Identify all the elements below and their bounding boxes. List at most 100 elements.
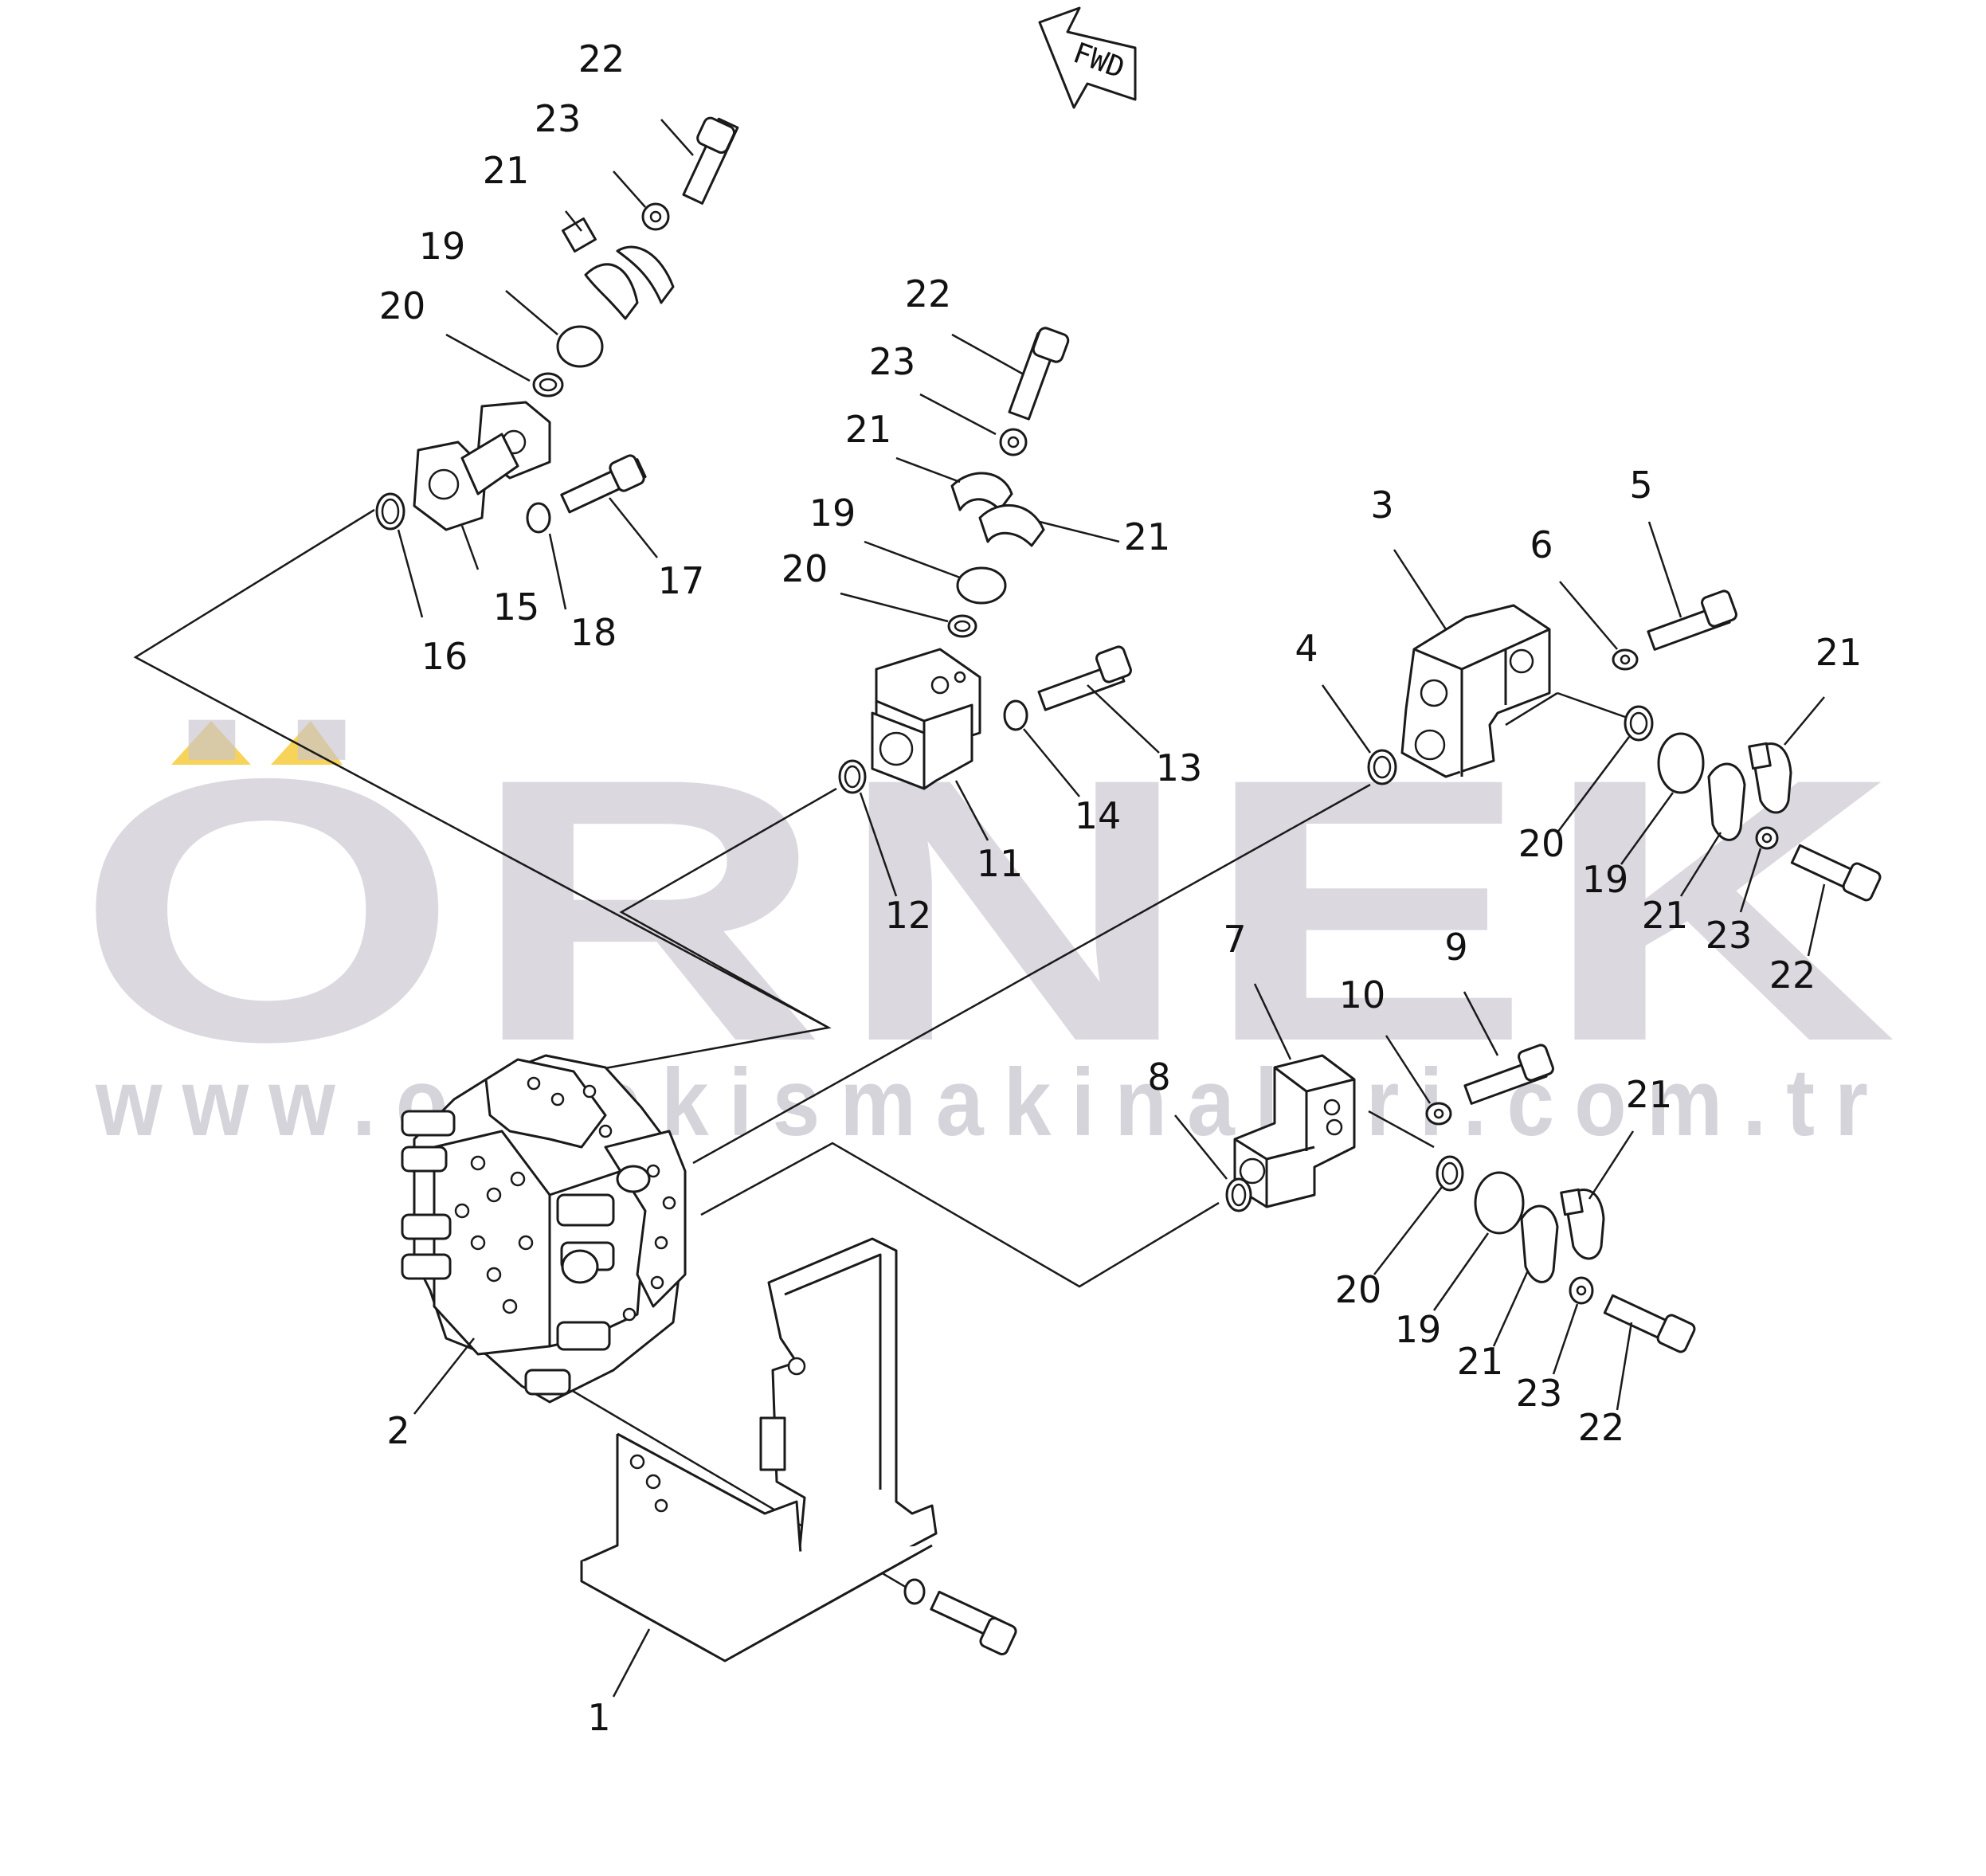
callout-leader-line: [1393, 549, 1447, 630]
callout-leader-line: [1432, 1232, 1490, 1311]
callout-leader-line: [1616, 1322, 1633, 1411]
watermark-brand: ÖRNEK: [76, 701, 1908, 1119]
callout-leader-line: [413, 1337, 475, 1415]
callout-leader-line: [548, 533, 567, 610]
callout-leader-line: [859, 792, 898, 897]
callout-leader-line: [1647, 521, 1682, 618]
bolt-22-d: [1603, 1294, 1696, 1353]
cap-19-b: [956, 566, 1007, 605]
watermark-accent-left: [171, 721, 251, 765]
callouts: 2223211920151618172223212119201112141334…: [379, 37, 1863, 1739]
callout-number: 23: [535, 97, 582, 140]
callout-number: 15: [493, 586, 540, 629]
callout-leader-line: [1807, 883, 1826, 957]
callout-leader-line: [565, 210, 582, 232]
hose-line-left: [133, 508, 832, 1093]
callout-number: 8: [1147, 1055, 1170, 1099]
callout-leader-line: [505, 290, 558, 335]
callout-number: 21: [845, 408, 892, 451]
flange-group-top-left: [375, 116, 739, 534]
bolt-5: [1647, 589, 1737, 651]
block-group-center: [838, 327, 1132, 794]
callout-number: 20: [1335, 1268, 1382, 1311]
callout-number: 21: [483, 149, 530, 192]
callout-number: 9: [1444, 926, 1467, 969]
callout-leader-line: [397, 529, 424, 618]
cap-19-c: [1657, 732, 1705, 794]
callout-number: 1: [587, 1696, 610, 1739]
bolt-bracket: [930, 1590, 1017, 1656]
callout-number: 19: [809, 492, 856, 535]
callout-leader-line: [613, 170, 646, 208]
callout-leader-line: [1373, 1186, 1443, 1275]
callout-number: 22: [578, 37, 625, 80]
callout-number: 19: [1582, 858, 1629, 901]
callout-leader-line: [1253, 983, 1292, 1060]
callout-number: 21: [1642, 894, 1689, 937]
callout-number: 11: [977, 842, 1024, 885]
callout-leader-line: [445, 333, 531, 382]
callout-number: 14: [1075, 794, 1122, 837]
callout-number: 17: [658, 559, 705, 602]
callout-leader-line: [1385, 1035, 1432, 1104]
callout-leader-line: [919, 393, 997, 436]
watermark: ÖRNEK www.ornekismakinalari.com.tr: [76, 701, 1908, 1156]
callout-number: 21: [1626, 1073, 1673, 1116]
watermark-url: www.ornekismakinalari.com.tr: [95, 1049, 1888, 1156]
callout-number: 22: [1578, 1406, 1625, 1449]
hose-line-center: [619, 787, 837, 1029]
callout-number: 20: [1518, 822, 1565, 865]
bolt-17: [560, 454, 647, 514]
split-flange-21-c: [978, 504, 1045, 547]
callout-number: 23: [1516, 1372, 1563, 1415]
callout-number: 20: [781, 547, 828, 590]
bolt-22-b: [1008, 327, 1070, 421]
block-group-lower-right: [1225, 1044, 1696, 1353]
callout-leader-line: [612, 1628, 651, 1698]
split-flange-21-a: [584, 263, 639, 320]
cap-19-d: [1474, 1171, 1525, 1235]
callout-leader-line: [1039, 520, 1120, 543]
callout-number: 18: [570, 611, 617, 654]
callout-number: 22: [1769, 954, 1816, 997]
watermark-accent-right: [271, 721, 343, 765]
callout-number: 19: [419, 225, 466, 268]
bolt-9: [1463, 1044, 1554, 1105]
washer-bracket: [903, 1578, 926, 1605]
callout-number: 23: [869, 340, 916, 383]
callout-number: 6: [1530, 523, 1553, 566]
hose-line-lower: [700, 1142, 1220, 1288]
callout-leader-line: [1620, 792, 1675, 865]
hose-lines: [133, 508, 1626, 1595]
callout-leader-line: [954, 780, 989, 841]
fwd-arrow: FWD: [1038, 6, 1137, 109]
bolt-13: [1037, 645, 1132, 711]
block-3: [1400, 604, 1551, 778]
elbow-15: [413, 401, 551, 531]
callout-leader-line: [1087, 684, 1160, 754]
callout-leader-line: [1784, 696, 1825, 746]
callout-number: 5: [1629, 464, 1652, 507]
callout-leader-line: [1174, 1114, 1228, 1180]
control-valve-2: [401, 1054, 687, 1404]
callout-leader-line: [609, 497, 658, 558]
callout-number: 3: [1370, 484, 1393, 527]
callout-leader-line: [1492, 1270, 1530, 1347]
block-7: [1233, 1054, 1356, 1208]
callout-number: 20: [379, 284, 426, 327]
callout-leader-line: [864, 540, 961, 579]
callout-leader-line: [660, 119, 694, 156]
bracket-1: [580, 1237, 1017, 1663]
callout-number: 21: [1816, 631, 1863, 674]
callout-leader-line: [1559, 581, 1618, 650]
washer-18: [526, 502, 551, 534]
callout-leader-line: [1552, 1303, 1579, 1375]
callout-leader-line: [1463, 991, 1499, 1056]
split-flange-21-f: [1520, 1204, 1559, 1283]
bolt-22-c: [1790, 844, 1882, 902]
callout-leader-line: [460, 525, 480, 570]
callout-number: 12: [885, 894, 932, 937]
callout-leader-line: [1588, 1130, 1635, 1200]
split-flange-21-b: [950, 472, 1013, 511]
